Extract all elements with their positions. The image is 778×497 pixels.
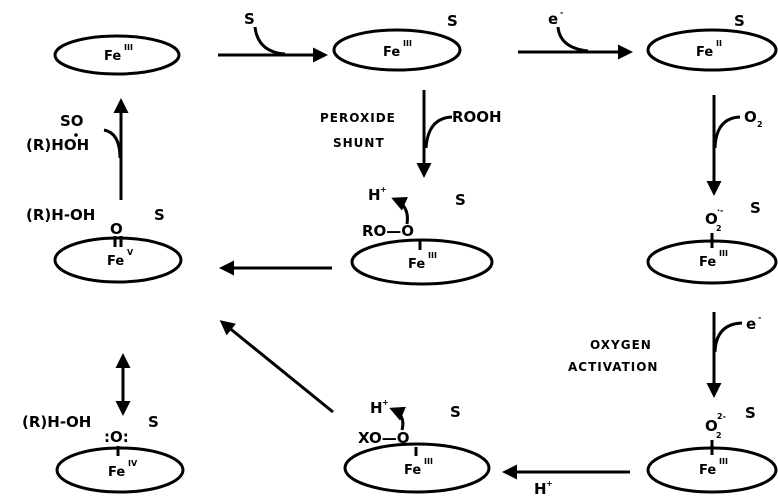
substrate-label: S — [455, 191, 466, 209]
arrow-product-release: SO (R)HOH — [26, 98, 129, 200]
rooh-label: ROOH — [452, 108, 502, 126]
heme-ellipse — [55, 446, 185, 494]
metal-label: Fe — [383, 45, 400, 60]
heme-ellipse — [53, 34, 181, 76]
metal-label: Fe — [699, 255, 716, 270]
metal-label: Fe — [404, 463, 421, 478]
oxidation-state: III — [719, 249, 728, 258]
metal-label: Fe — [107, 254, 124, 269]
state-superoxo: O 2 ·- Fe III S — [646, 199, 778, 285]
substrate-label: S — [148, 413, 159, 431]
arrow-peroxide-shunt: ROOH PEROXIDE SHUNT — [320, 90, 502, 178]
substrate-label: S — [750, 199, 761, 217]
diagonal-arrow — [219, 320, 334, 414]
proton-label: H — [370, 399, 383, 417]
prefix-label: (R)H-OH — [26, 206, 95, 224]
state-alkylperoxo: RO—O Fe III S H + — [350, 185, 494, 286]
oxygen-activation-line2: ACTIVATION — [568, 360, 658, 374]
ligand-subscript: 2 — [716, 431, 722, 440]
oxidation-state: II — [716, 39, 722, 48]
electron-label: e — [746, 315, 756, 333]
ligand-label: RO—O — [362, 222, 414, 240]
oxygen-activation-line1: OXYGEN — [590, 338, 652, 352]
arrow-substrate-binding: S — [218, 10, 328, 63]
electron-entry-curve — [713, 321, 743, 353]
substrate-label: S — [745, 404, 756, 422]
state-ferryl-iv: :O: Fe IV S (R)H-OH — [22, 413, 185, 494]
metal-label: Fe — [696, 45, 713, 60]
proton-curved-arrow — [389, 406, 406, 431]
prefix-label: (R)H-OH — [22, 413, 91, 431]
substrate-label: S — [447, 12, 458, 30]
oxygen-entry-curve — [713, 115, 741, 149]
peroxide-shunt-line1: PEROXIDE — [320, 111, 396, 125]
state-fe2-substrate: Fe II S — [646, 12, 778, 72]
oxidation-state: III — [424, 457, 433, 466]
substrate-label: S — [450, 403, 461, 421]
ligand-label: O — [705, 417, 718, 435]
oxidation-state: V — [127, 248, 134, 257]
substrate-entry-curve — [253, 26, 286, 56]
proton-label: H — [368, 186, 381, 204]
heme-ellipse — [53, 236, 183, 284]
arrow-first-reduction: e - — [518, 8, 633, 60]
substrate-label: S — [734, 12, 745, 30]
arrow-second-reduction: e - OXYGEN ACTIVATION — [568, 312, 761, 398]
ligand-label: :O: — [104, 428, 129, 446]
metal-label: Fe — [699, 463, 716, 478]
oxygen-label: O — [744, 108, 757, 126]
proton-charge: + — [380, 185, 387, 194]
product-roh: (R)HOH — [26, 136, 89, 154]
oxidation-state: III — [403, 39, 412, 48]
ligand-label: O — [110, 220, 123, 238]
ligand-charge: ·- — [717, 206, 723, 215]
oxidation-state: III — [719, 457, 728, 466]
oxidation-state: III — [124, 43, 133, 52]
state-peroxo: O 2 2- Fe III S — [646, 404, 778, 494]
heme-ellipse — [646, 28, 778, 72]
ligand-subscript: 2 — [716, 224, 722, 233]
electron-entry-curve — [556, 26, 589, 53]
heme-ellipse — [332, 28, 462, 72]
electron-label: e — [548, 10, 558, 28]
substrate-label: S — [244, 10, 255, 28]
proton-charge: + — [382, 398, 389, 407]
proton-curved-arrow — [391, 196, 409, 225]
oxidation-state: IV — [128, 459, 138, 468]
peroxide-shunt-line2: SHUNT — [333, 136, 385, 150]
state-hydroperoxo: XO—O Fe III S H + — [343, 398, 491, 494]
metal-label: Fe — [104, 49, 121, 64]
metal-label: Fe — [108, 465, 125, 480]
heme-ellipse — [350, 238, 494, 286]
arrow-oxygen-binding: O 2 — [706, 95, 763, 196]
rooh-entry-curve — [424, 115, 453, 149]
ligand-charge: 2- — [717, 412, 726, 421]
oxidation-state: III — [428, 251, 437, 260]
proton-label: H — [534, 480, 547, 497]
product-exit-curve — [103, 128, 122, 159]
ligand-label: O — [705, 210, 718, 228]
metal-label: Fe — [408, 257, 425, 272]
heme-ellipse — [343, 442, 491, 494]
substrate-label: S — [154, 206, 165, 224]
state-fe3-substrate: Fe III S — [332, 12, 462, 72]
ligand-label: XO—O — [358, 429, 410, 447]
product-so: SO — [60, 112, 84, 130]
oxygen-subscript: 2 — [757, 120, 763, 129]
state-fe3-resting: Fe III — [53, 34, 181, 76]
electron-charge: - — [758, 313, 761, 322]
radical-dot — [74, 133, 78, 137]
arrow-protonation: H + — [502, 464, 630, 497]
state-ferryl-v: O Fe V S (R)H-OH — [26, 206, 183, 284]
electron-charge: - — [560, 8, 563, 17]
proton-charge: + — [546, 479, 553, 488]
